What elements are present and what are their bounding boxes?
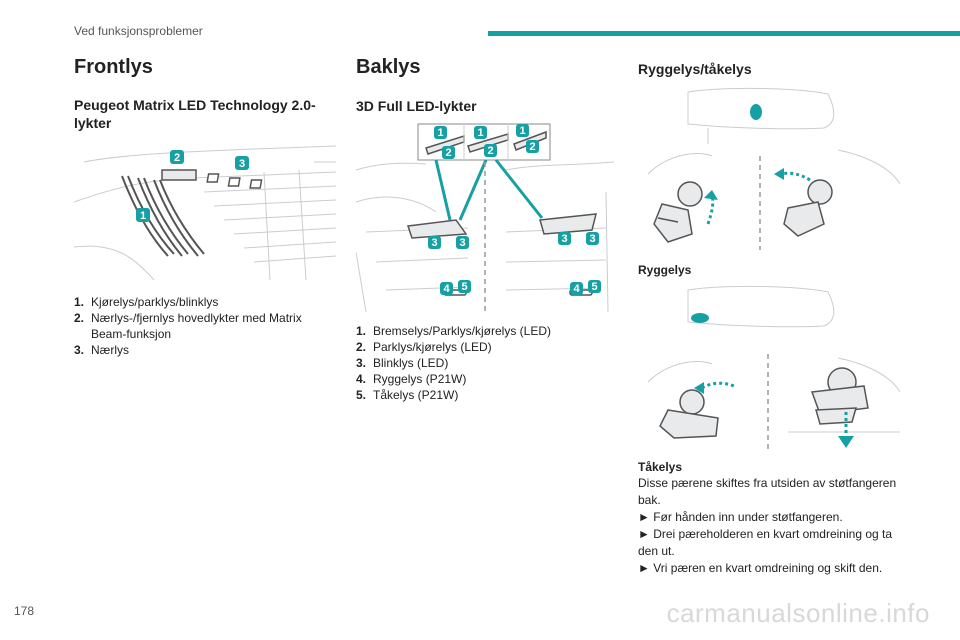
front-lights-title: Frontlys — [74, 56, 153, 78]
fog-lamp-illustration — [648, 285, 900, 452]
badge-3: 3 — [431, 237, 437, 249]
legend-item: 2.Parklys/kjørelys (LED) — [356, 340, 492, 354]
badge-2: 2 — [174, 152, 180, 164]
front-lights-subtitle: Peugeot Matrix LED Technology 2.0-lykter — [74, 97, 316, 131]
badge-5: 5 — [591, 281, 597, 293]
legend-item: 2.Nærlys-/fjernlys hovedlykter med Matri… — [74, 311, 302, 341]
watermark: carmanualsonline.info — [666, 598, 930, 628]
page-number: 178 — [14, 604, 35, 618]
instruction-step: ► Drei pæreholderen en kvart omdreining … — [638, 527, 893, 558]
reversing-lamp-caption: Ryggelys — [638, 263, 692, 277]
header-accent-bar — [488, 31, 960, 36]
instruction-step: ► Før hånden inn under støtfangeren. — [638, 510, 843, 524]
badge-3: 3 — [561, 233, 567, 245]
legend-item: 5.Tåkelys (P21W) — [356, 388, 459, 402]
rear-lights-column: Baklys 3D Full LED-lykter — [356, 56, 621, 115]
reversing-fog-title: Ryggelys/tåkelys — [638, 61, 752, 77]
legend-item: 3.Blinklys (LED) — [356, 356, 449, 370]
legend-item: 3.Nærlys — [74, 343, 129, 357]
badge-3: 3 — [589, 233, 595, 245]
instruction-step: ► Vri pæren en kvart omdreining og skift… — [638, 561, 883, 575]
reversing-fog-column: Ryggelys/tåkelys — [638, 56, 908, 78]
badge-2: 2 — [445, 147, 451, 159]
rear-lights-subtitle: 3D Full LED-lykter — [356, 98, 477, 114]
fog-lamp-caption: Tåkelys — [638, 460, 683, 474]
front-headlight-figure: 2 3 1 — [74, 132, 336, 282]
reversing-lamp-figure — [648, 84, 900, 250]
rear-lights-illustration: 1 1 1 2 2 2 3 3 3 3 4 5 4 5 — [356, 123, 614, 314]
badge-5: 5 — [461, 281, 467, 293]
legend-item: 1.Bremselys/Parklys/kjørelys (LED) — [356, 324, 552, 338]
callout-badges: 2 3 1 — [136, 150, 249, 222]
badge-1: 1 — [477, 127, 483, 139]
badge-3: 3 — [459, 237, 465, 249]
badge-1: 1 — [140, 210, 146, 222]
reversing-lamp-illustration — [648, 87, 900, 250]
instruction-paragraph: Disse pærene skiftes fra utsiden av støt… — [638, 476, 897, 507]
rear-lights-figure: 1 1 1 2 2 2 3 3 3 3 4 5 4 5 — [356, 122, 614, 314]
front-headlight-illustration: 2 3 1 — [74, 145, 336, 281]
badge-3: 3 — [239, 158, 245, 170]
fog-lamp-instructions: Disse pærene skiftes fra utsiden av støt… — [638, 475, 910, 577]
badge-1: 1 — [437, 127, 443, 139]
front-lights-legend: 1.Kjørelys/parklys/blinklys 2.Nærlys-/fj… — [74, 294, 324, 358]
badge-1: 1 — [519, 125, 525, 137]
legend-item: 1.Kjørelys/parklys/blinklys — [74, 295, 219, 309]
legend-item: 4.Ryggelys (P21W) — [356, 372, 467, 386]
rear-lights-title: Baklys — [356, 56, 421, 78]
badge-2: 2 — [487, 145, 493, 157]
fog-lamp-figure — [648, 282, 900, 452]
badge-4: 4 — [443, 283, 450, 295]
rear-lights-legend: 1.Bremselys/Parklys/kjørelys (LED) 2.Par… — [356, 323, 618, 403]
badge-4: 4 — [573, 283, 580, 295]
header-title: Ved funksjonsproblemer — [74, 24, 203, 38]
front-lights-column: Frontlys Peugeot Matrix LED Technology 2… — [74, 56, 339, 132]
badge-2: 2 — [529, 141, 535, 153]
